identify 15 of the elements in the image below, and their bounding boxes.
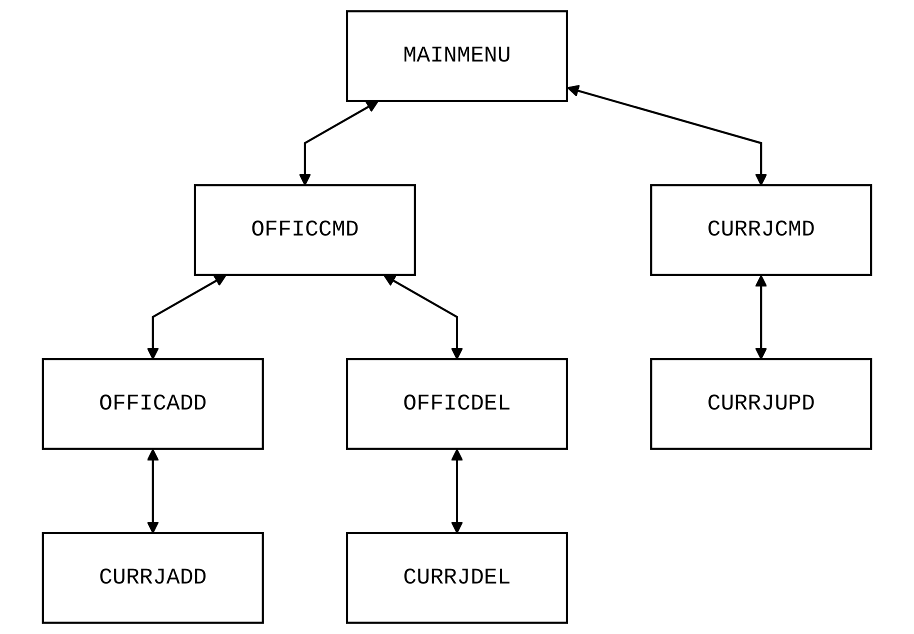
node-box: MAINMENU — [346, 10, 568, 102]
arrow — [146, 448, 160, 534]
node-box: OFFICADD — [42, 358, 264, 450]
node-box: OFFICCMD — [194, 184, 416, 276]
node-box: CURRJADD — [42, 532, 264, 624]
node-box: OFFICDEL — [346, 358, 568, 450]
arrow — [566, 84, 768, 186]
arrow — [754, 274, 768, 360]
node-box: CURRJUPD — [650, 358, 872, 450]
arrow — [450, 448, 464, 534]
arrow — [298, 100, 379, 186]
node-box: CURRJDEL — [346, 532, 568, 624]
arrow — [146, 274, 227, 360]
arrow — [383, 274, 464, 360]
node-box: CURRJCMD — [650, 184, 872, 276]
